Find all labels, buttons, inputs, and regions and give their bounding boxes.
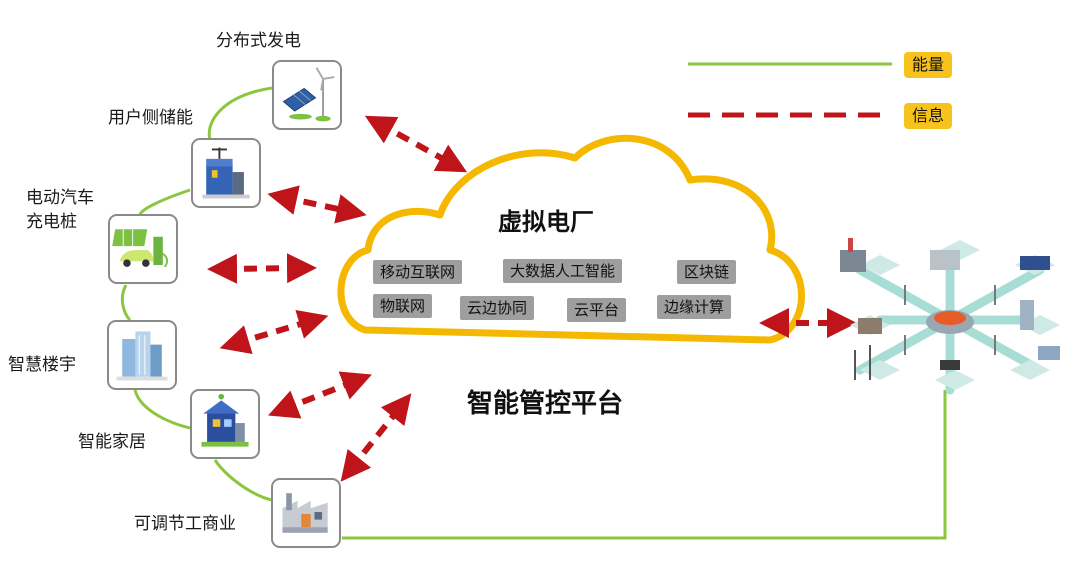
energy-storage-icon xyxy=(202,147,250,199)
energy-line-grid xyxy=(342,390,947,540)
info-arrow-5 xyxy=(268,371,372,419)
label-smart-building: 智慧楼宇 xyxy=(8,355,76,375)
tag-blockchain: 区块链 xyxy=(677,260,737,284)
label-adjustable-industry: 可调节工商业 xyxy=(134,514,236,534)
node-user-storage xyxy=(191,138,261,208)
tag-iot: 物联网 xyxy=(373,294,433,318)
grid-network-illustration xyxy=(840,238,1060,395)
node-distributed-generation xyxy=(272,60,342,130)
legend-energy-badge: 能量 xyxy=(904,52,953,78)
info-arrows xyxy=(207,115,857,482)
label-ev-charging: 电动汽车 充电桩 xyxy=(26,188,94,232)
tag-mobile-internet: 移动互联网 xyxy=(373,260,463,284)
info-arrow-4 xyxy=(219,309,329,355)
node-smart-home xyxy=(190,389,260,459)
info-arrow-1 xyxy=(364,115,468,173)
tag-cloud-edge: 云边协同 xyxy=(460,296,535,320)
tag-edge-computing: 边缘计算 xyxy=(657,295,732,319)
cloud-outline xyxy=(337,134,805,344)
node-ev-charging xyxy=(108,214,178,284)
cloud-title: 虚拟电厂 xyxy=(498,208,594,236)
smart-home-icon xyxy=(201,393,249,447)
legend-info-badge: 信息 xyxy=(904,103,953,129)
platform-title: 智能管控平台 xyxy=(467,389,624,419)
label-user-storage: 用户侧储能 xyxy=(108,108,193,128)
energy-arc xyxy=(120,86,273,502)
node-smart-building xyxy=(107,320,177,390)
label-smart-home: 智能家居 xyxy=(78,432,146,452)
ev-charging-icon xyxy=(112,229,169,268)
info-arrow-3 xyxy=(207,253,317,284)
tag-big-data-ai: 大数据人工智能 xyxy=(503,259,623,283)
info-arrow-2 xyxy=(267,185,367,224)
label-distributed-generation: 分布式发电 xyxy=(216,31,301,51)
node-adjustable-industry xyxy=(271,478,341,548)
solar-wind-icon xyxy=(282,67,335,122)
info-arrow-6 xyxy=(340,393,412,482)
factory-icon xyxy=(282,493,328,533)
smart-building-icon xyxy=(116,331,168,381)
tag-cloud-platform: 云平台 xyxy=(567,298,627,322)
